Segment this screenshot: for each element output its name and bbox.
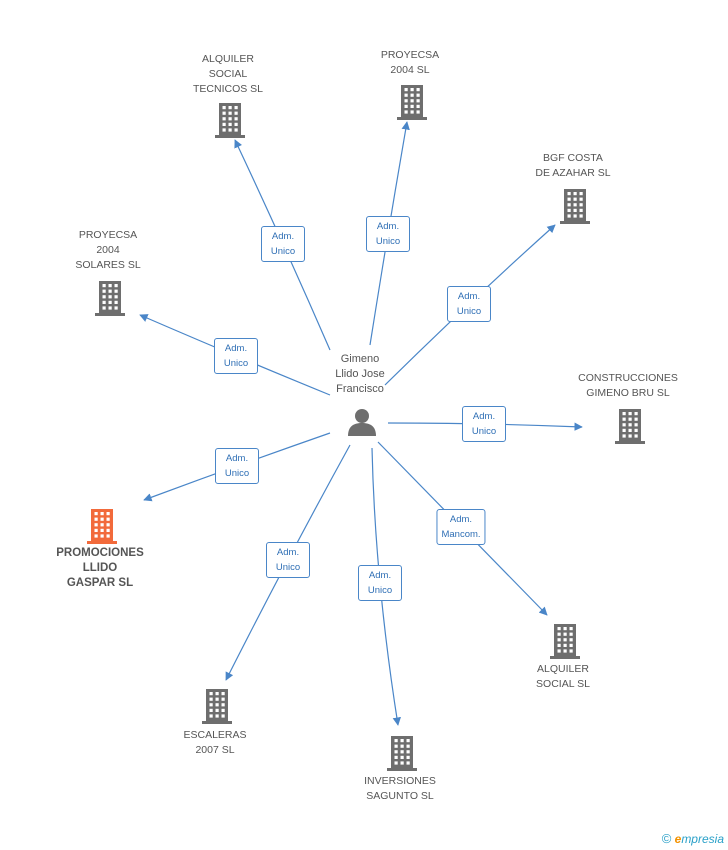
building-icon[interactable] — [94, 280, 126, 321]
building-icon[interactable] — [214, 102, 246, 143]
building-icon[interactable] — [549, 623, 581, 664]
building-icon[interactable] — [559, 188, 591, 229]
building-icon[interactable] — [396, 84, 428, 125]
company-label-promociones-llido-gaspar[interactable]: PROMOCIONES LLIDO GASPAR SL — [56, 547, 144, 589]
footer-brand: © empresia — [662, 831, 724, 846]
role-badge-proyecsa-2004-solares: Adm. Unico — [214, 338, 258, 374]
role-badge-construcciones-gimeno-bru: Adm. Unico — [462, 406, 506, 442]
role-badge-alquiler-social-tecnicos: Adm. Unico — [261, 226, 305, 262]
person-icon[interactable] — [347, 407, 377, 442]
company-label-bgf-costa-de-azahar[interactable]: BGF COSTA DE AZAHAR SL — [535, 152, 611, 179]
role-badge-promociones-llido-gaspar: Adm. Unico — [215, 448, 259, 484]
brand-logo[interactable]: empresia — [674, 832, 724, 846]
copyright-symbol: © — [661, 831, 672, 846]
company-label-proyecsa-2004-solares[interactable]: PROYECSA 2004 SOLARES SL — [75, 229, 141, 271]
role-badge-alquiler-social: Adm. Mancom. — [436, 509, 486, 545]
center-person-label[interactable]: Gimeno Llido Jose Francisco — [335, 353, 385, 395]
building-icon[interactable] — [614, 408, 646, 449]
building-icon[interactable] — [86, 508, 118, 549]
role-badge-inversiones-sagunto: Adm. Unico — [358, 565, 402, 601]
company-label-inversiones-sagunto[interactable]: INVERSIONES SAGUNTO SL — [364, 775, 436, 802]
company-label-proyecsa-2004[interactable]: PROYECSA 2004 SL — [380, 49, 440, 76]
company-label-alquiler-social-tecnicos[interactable]: ALQUILER SOCIAL TECNICOS SL — [192, 53, 264, 95]
building-icon[interactable] — [386, 735, 418, 776]
role-badge-proyecsa-2004: Adm. Unico — [366, 216, 410, 252]
company-label-alquiler-social[interactable]: ALQUILER SOCIAL SL — [536, 663, 590, 690]
role-badge-escaleras-2007: Adm. Unico — [266, 542, 310, 578]
company-label-construcciones-gimeno-bru[interactable]: CONSTRUCCIONES GIMENO BRU SL — [578, 372, 678, 399]
building-icon[interactable] — [201, 688, 233, 729]
company-label-escaleras-2007[interactable]: ESCALERAS 2007 SL — [183, 729, 247, 756]
role-badge-bgf-costa-de-azahar: Adm. Unico — [447, 286, 491, 322]
